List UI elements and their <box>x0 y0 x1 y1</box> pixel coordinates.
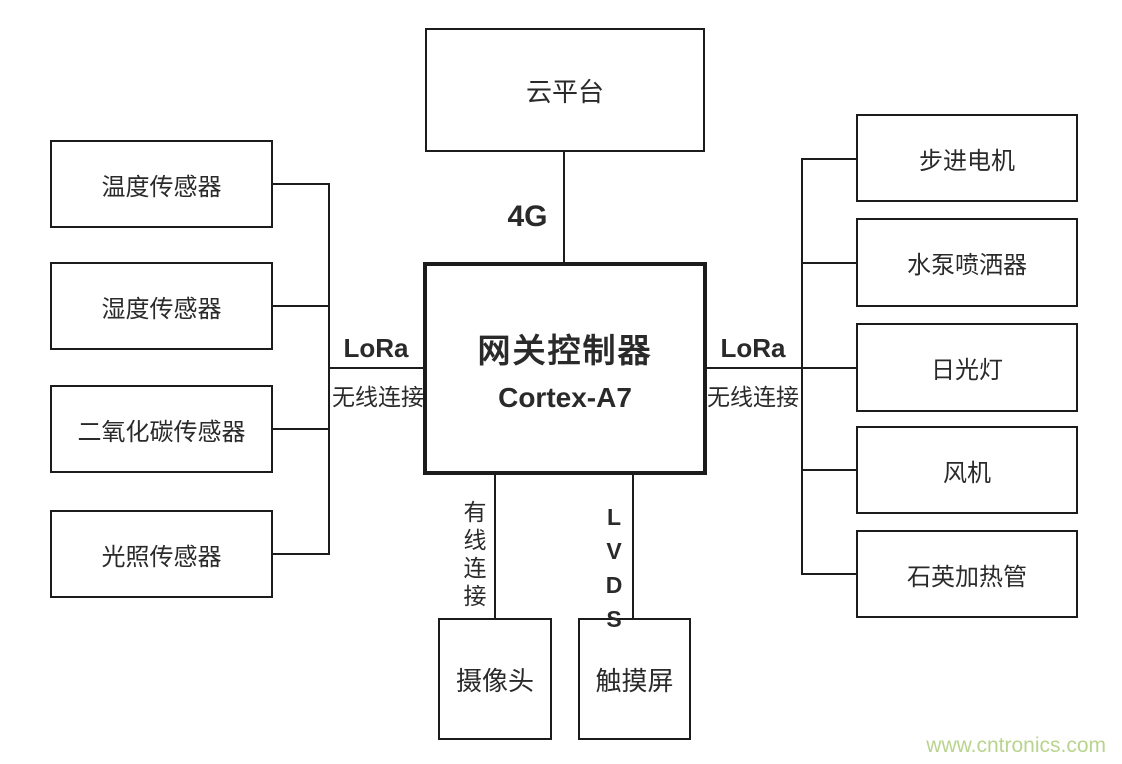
connector-water-pump <box>801 262 856 264</box>
link-label-wireless-left: 无线连接 <box>332 384 424 410</box>
fluorescent-lamp-label: 日光灯 <box>931 357 1003 384</box>
humidity-sensor-label: 湿度传感器 <box>101 295 222 323</box>
connector-quartz-heater <box>801 573 856 575</box>
node-fluorescent-lamp: 日光灯 <box>856 323 1078 412</box>
connector-humidity-sensor <box>273 305 328 307</box>
camera-label: 摄像头 <box>455 665 534 696</box>
connector-gateway-fluorescent-lamp <box>705 367 856 369</box>
link-label-lora-left: LoRa <box>343 333 409 363</box>
node-cloud-platform: 云平台 <box>425 28 705 152</box>
temperature-sensor-label: 温度传感器 <box>101 173 222 201</box>
link-label-wireless-right: 无线连接 <box>707 384 799 410</box>
gateway-subtitle: Cortex-A7 <box>498 381 632 413</box>
connector-left-bus <box>328 183 330 555</box>
connector-right-bus <box>801 158 803 575</box>
touchscreen-label: 触摸屏 <box>595 665 674 696</box>
node-touchscreen: 触摸屏 <box>578 618 691 740</box>
link-label-4g: 4G <box>507 200 548 233</box>
node-gateway-controller: 网关控制器 Cortex-A7 <box>423 262 707 475</box>
link-label-lora-right: LoRa <box>720 333 786 363</box>
connector-light-sensor <box>273 553 328 555</box>
link-label-wired-connection: 有线连接 <box>460 500 486 612</box>
node-fan: 风机 <box>856 426 1078 514</box>
node-stepper-motor: 步进电机 <box>856 114 1078 202</box>
connector-fan <box>801 469 856 471</box>
connector-cloud-gateway <box>563 152 565 263</box>
fan-label: 风机 <box>943 459 991 487</box>
gateway-title: 网关控制器 <box>477 331 653 369</box>
connector-temperature-sensor <box>273 183 328 185</box>
node-humidity-sensor: 湿度传感器 <box>50 262 273 350</box>
co2-sensor-label: 二氧化碳传感器 <box>77 418 246 446</box>
connector-gateway-touchscreen <box>632 474 634 618</box>
node-temperature-sensor: 温度传感器 <box>50 140 273 228</box>
node-quartz-heating-tube: 石英加热管 <box>856 530 1078 618</box>
connector-co2-sensor <box>273 428 328 430</box>
connector-gateway-camera <box>494 474 496 618</box>
quartz-heating-tube-label: 石英加热管 <box>907 563 1027 591</box>
connector-stepper-motor <box>801 158 856 160</box>
watermark-cntronics: www.cntronics.com <box>926 734 1106 757</box>
cloud-platform-label: 云平台 <box>525 76 604 107</box>
link-label-lvds: LVDS <box>601 504 627 640</box>
stepper-motor-label: 步进电机 <box>919 147 1015 175</box>
light-sensor-label: 光照传感器 <box>101 543 222 571</box>
node-light-sensor: 光照传感器 <box>50 510 273 598</box>
connector-leftbus-gateway <box>328 367 423 369</box>
node-co2-sensor: 二氧化碳传感器 <box>50 385 273 473</box>
water-pump-sprayer-label: 水泵喷洒器 <box>907 252 1027 279</box>
node-water-pump-sprayer: 水泵喷洒器 <box>856 218 1078 307</box>
node-camera: 摄像头 <box>438 618 552 740</box>
